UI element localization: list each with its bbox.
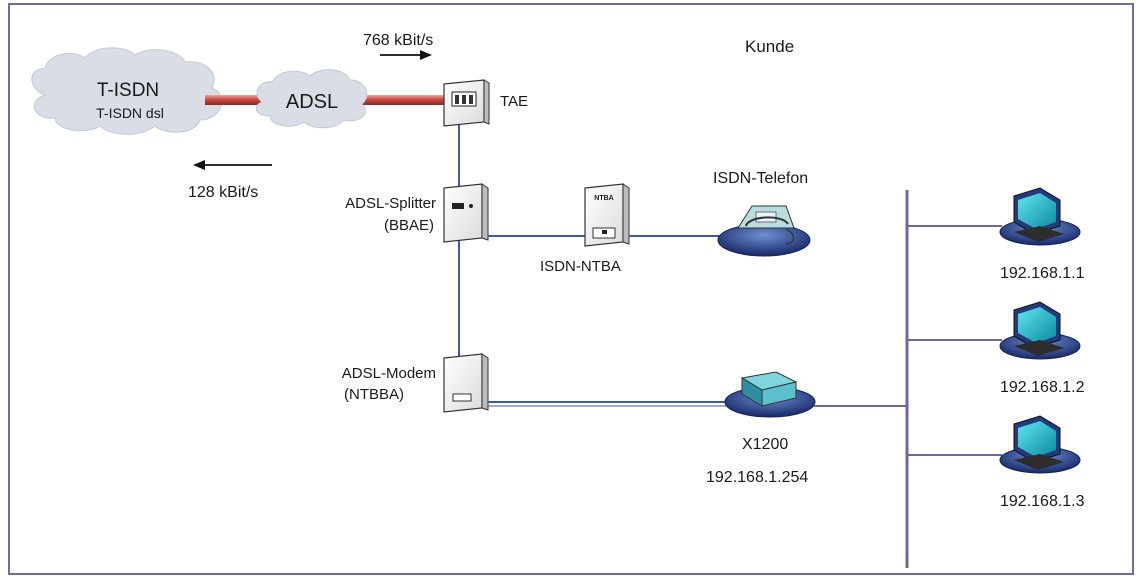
router-icon	[724, 371, 816, 418]
ntba-box-text: NTBA	[594, 195, 613, 202]
downstream-arrow-icon	[380, 50, 432, 60]
modem-label-line1: ADSL-Modem	[342, 365, 436, 382]
splitter-label-line2: (BBAE)	[384, 217, 434, 234]
ntba-label: ISDN-NTBA	[540, 258, 621, 275]
computer-icon	[999, 187, 1081, 246]
splitter-label-line1: ADSL-Splitter	[345, 195, 436, 212]
tisdn-cloud: T-ISDN T-ISDN dsl	[31, 47, 223, 135]
telefon-label: ISDN-Telefon	[713, 170, 808, 187]
computer-icon	[999, 301, 1081, 360]
adsl-cloud: ADSL	[255, 69, 368, 129]
cloud-shape	[255, 69, 368, 129]
tae-label: TAE	[500, 93, 528, 110]
router-name-label: X1200	[742, 436, 788, 453]
computer-icon	[999, 415, 1081, 474]
pc1-ip-label: 192.168.1.1	[1000, 265, 1085, 282]
upstream-arrow-icon	[193, 160, 272, 170]
cloud-shape	[31, 47, 223, 135]
downstream-label: 768 kBit/s	[363, 32, 433, 49]
diagram-frame	[8, 3, 1134, 575]
cloud-tisdn-sub: T-ISDN dsl	[96, 105, 164, 121]
modem-label-line2: (NTBBA)	[344, 386, 404, 403]
cloud-tisdn-title: T-ISDN	[97, 80, 159, 101]
cloud-adsl-label: ADSL	[286, 91, 338, 113]
pc3-ip-label: 192.168.1.3	[1000, 493, 1085, 510]
splitter-box-icon	[443, 183, 489, 243]
modem-box-icon	[443, 353, 489, 413]
router-ip-label: 192.168.1.254	[706, 469, 808, 486]
tae-socket-icon	[443, 79, 490, 127]
kunde-label: Kunde	[745, 37, 794, 56]
ntba-box-icon: NTBA	[584, 183, 630, 247]
telephone-icon	[717, 205, 811, 257]
upstream-label: 128 kBit/s	[188, 184, 258, 201]
pc2-ip-label: 192.168.1.2	[1000, 379, 1085, 396]
